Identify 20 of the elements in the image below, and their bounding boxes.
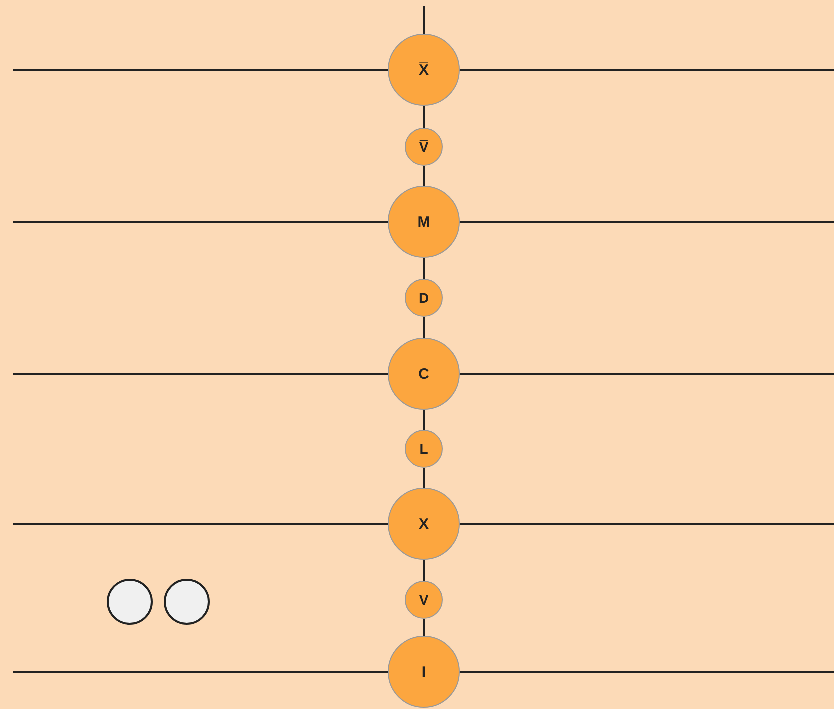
rod-line	[423, 258, 425, 279]
half-numeral-bead: V̅	[405, 128, 443, 166]
counter-stone	[164, 579, 210, 625]
half-numeral-bead: D	[405, 279, 443, 317]
rod-line	[423, 6, 425, 34]
numeral-bead: M	[388, 186, 460, 258]
rod-line	[423, 106, 425, 128]
half-numeral-bead: V	[405, 581, 443, 619]
rod-line	[423, 619, 425, 636]
rod-line	[423, 317, 425, 338]
numeral-bead: I	[388, 636, 460, 708]
rod-line	[423, 468, 425, 488]
counter-stone	[107, 579, 153, 625]
numeral-bead: X	[388, 488, 460, 560]
numeral-bead: C	[388, 338, 460, 410]
rod-line	[423, 166, 425, 186]
rod-line	[423, 560, 425, 581]
numeral-bead: X̅	[388, 34, 460, 106]
rod-line	[423, 410, 425, 430]
half-numeral-bead: L	[405, 430, 443, 468]
